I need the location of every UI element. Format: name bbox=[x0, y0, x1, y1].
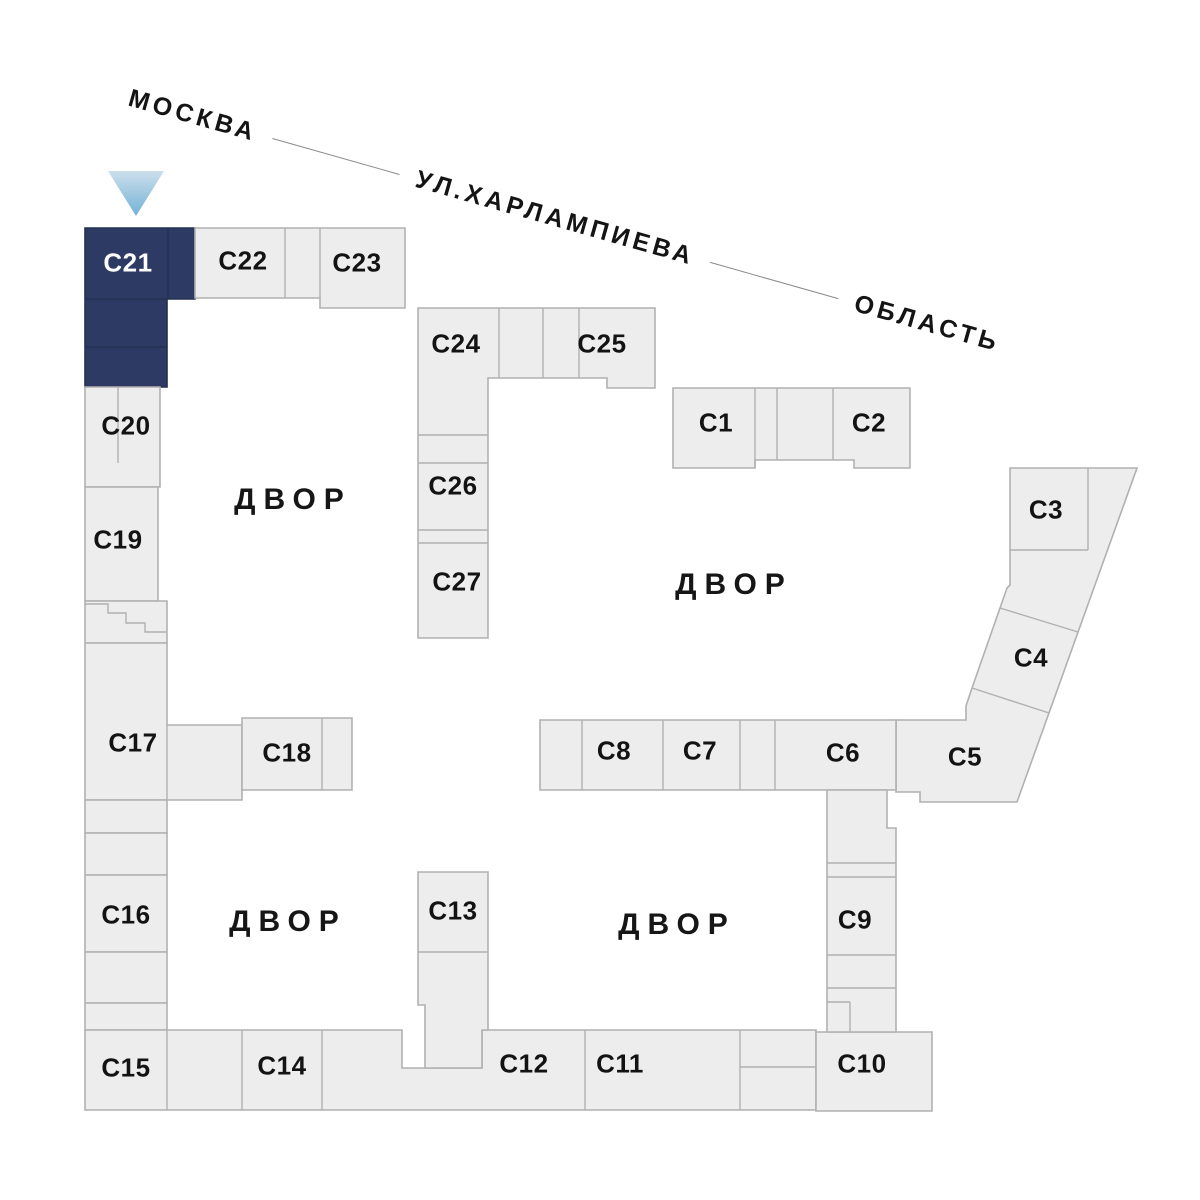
building-c10-shape[interactable] bbox=[815, 1031, 933, 1112]
building-c21-shape[interactable] bbox=[84, 227, 196, 388]
stair-steps-line bbox=[85, 603, 167, 633]
section-unlabeled[interactable] bbox=[84, 799, 168, 834]
strip-c3-c5-shape[interactable] bbox=[895, 467, 1139, 803]
c1-c2-dividers bbox=[754, 388, 834, 468]
building-c21-section-dividers bbox=[85, 228, 169, 348]
location-marker-icon bbox=[108, 171, 164, 216]
row-c8-c6-shape[interactable] bbox=[539, 719, 897, 791]
building-c17-shape[interactable] bbox=[84, 642, 243, 801]
block-c24-c27-shape[interactable] bbox=[417, 307, 656, 639]
c9-dividers bbox=[827, 862, 896, 1032]
section-unlabeled[interactable] bbox=[84, 832, 168, 876]
section-unlabeled[interactable] bbox=[84, 951, 168, 1004]
column-c9-shape[interactable] bbox=[826, 789, 897, 1033]
c22-c23-dividers bbox=[284, 228, 321, 298]
building-c13-shape[interactable] bbox=[417, 871, 489, 1069]
building-c20-shape[interactable] bbox=[84, 386, 161, 488]
bottom-row-dividers bbox=[166, 1030, 816, 1110]
block-c22-c23-shape[interactable] bbox=[194, 227, 406, 309]
building-c18-shape[interactable] bbox=[241, 717, 353, 791]
c24-c27-dividers bbox=[418, 308, 580, 544]
block-c1-c2-shape[interactable] bbox=[672, 387, 911, 469]
c8-c6-dividers bbox=[581, 720, 776, 790]
building-c16-shape[interactable] bbox=[84, 874, 168, 953]
section-unlabeled[interactable] bbox=[84, 1002, 168, 1031]
building-c19-shape[interactable] bbox=[84, 486, 159, 602]
c3-c5-dividers bbox=[971, 468, 1089, 714]
